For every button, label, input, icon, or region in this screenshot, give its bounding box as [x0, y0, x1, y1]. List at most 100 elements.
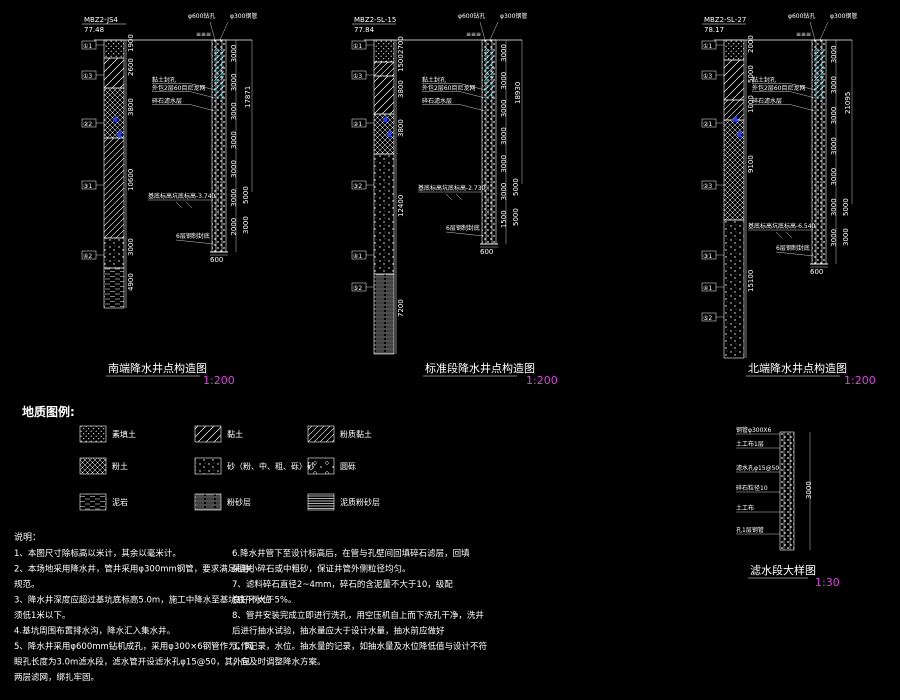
detail-callout: 碎石粒径10: [736, 484, 768, 492]
stratum-layer: [103, 137, 125, 239]
stratum-thickness: 2700: [397, 36, 405, 54]
stratum-thickness: 5000: [747, 65, 755, 83]
well-elevation: 77.48: [84, 26, 104, 34]
legend-swatch: [307, 425, 335, 443]
layer-label: ①1: [83, 43, 92, 50]
layer-label: ①3: [83, 73, 92, 80]
callout-label: 外包2层60目尼龙网: [152, 84, 205, 92]
legend-swatch: [79, 425, 107, 443]
stratum-layer: [723, 219, 745, 359]
detail-callout: 滤水孔φ15@50: [736, 464, 779, 472]
layer-label: ②1: [703, 121, 712, 128]
bottom-width-dim: 600: [210, 256, 223, 264]
well-title: 南端降水井点构造图: [108, 361, 207, 375]
ground-hatch: ≡≡≡: [196, 31, 211, 38]
note-line: 1、本图尺寸除标高以米计，其余以毫米计。: [14, 548, 181, 559]
legend-swatch: [194, 457, 222, 475]
stratum-thickness: 3800: [127, 98, 135, 116]
casing-segment-dim: 3000: [500, 72, 508, 90]
casing-segment-dim: 3000: [230, 102, 238, 120]
side-dim: 3000: [242, 216, 250, 234]
well-title: 北端降水井点构造图: [748, 361, 847, 375]
stratum-thickness: 7200: [397, 299, 405, 317]
casing-segment-dim: 3000: [500, 183, 508, 201]
callout-leader: [189, 104, 216, 112]
pit-bottom-elevation: 基底标高坑底标高-3.740: [148, 192, 216, 200]
well-title: 标准段降水井点构造图: [425, 361, 535, 375]
pit-bottom-hatch: [175, 201, 193, 209]
casing-segment-dim: 3000: [830, 198, 838, 216]
bottom-callout: 6层钢制封底: [446, 224, 480, 232]
bottom-callout-leader: [445, 231, 485, 237]
casing-segment-dim: 3000: [500, 99, 508, 117]
stratum-layer: [723, 59, 745, 101]
stratum-layer: [723, 39, 745, 61]
casing-leader: [819, 21, 829, 41]
side-dim: 5000: [512, 178, 520, 196]
casing-leader: [489, 21, 499, 41]
casing-leader: [219, 21, 229, 41]
casing-segment-dim: 3000: [230, 73, 238, 91]
stratum-layer: [723, 99, 745, 121]
detail-title: 滤水段大样图: [750, 563, 816, 577]
casing-segment-dim: 3000: [230, 189, 238, 207]
legend-swatch: [307, 493, 335, 511]
legend-swatch: [79, 493, 107, 511]
layer-label: ③1: [83, 183, 92, 190]
casing-segment-dim: 3000: [830, 107, 838, 125]
stratum-layer: [103, 237, 125, 269]
callout-label: 碎石滤水层: [752, 97, 782, 105]
layer-label: ⑤2: [703, 315, 712, 322]
water-level-marker: [386, 130, 391, 138]
total-depth-dim: 21095: [844, 92, 852, 114]
well-elevation: 78.17: [704, 26, 724, 34]
stratum-thickness: 1900: [127, 34, 135, 52]
legend-label: 黏土: [227, 429, 243, 439]
well-scale: 1:200: [844, 374, 876, 387]
water-level-marker: [112, 115, 117, 123]
borehole-label: φ600钻孔: [788, 12, 815, 20]
stratum-thickness: 1000: [747, 95, 755, 113]
layer-label: ④1: [703, 285, 712, 292]
casing-segment-dim: 3000: [230, 160, 238, 178]
stratum-layer: [373, 61, 395, 77]
bottom-callout: 6层钢制封底: [176, 232, 210, 240]
bottom-width-dim: 600: [810, 268, 823, 276]
detail-callout: 孔1层钢管: [736, 526, 764, 534]
bottom-callout: 6层钢制封底: [776, 244, 810, 252]
note-line: 眼孔长度为3.0m滤水段，滤水管开设滤水孔φ15@50，其外包: [14, 657, 251, 668]
callout-label: 黏土封孔: [752, 76, 776, 84]
layer-label: ①3: [703, 73, 712, 80]
note-line: ，应及时调整降水方案。: [232, 657, 326, 668]
detail-filter-pipe: [779, 431, 795, 551]
legend-label: 泥岩: [112, 497, 128, 507]
bottom-callout-leader: [175, 239, 215, 245]
stratum-thickness: 10600: [127, 169, 135, 191]
casing-segment-dim: 3000: [500, 44, 508, 62]
stratum-layer: [373, 39, 395, 63]
screen-section: [216, 180, 222, 220]
detail-callout: 土工布1层: [736, 440, 764, 448]
callout-leader: [459, 83, 486, 91]
layer-label: ④2: [83, 253, 92, 260]
layer-label: ②2: [83, 121, 92, 128]
ground-hatch: ≡≡≡: [796, 31, 811, 38]
callout-leader: [189, 91, 216, 99]
well-scale: 1:200: [203, 374, 235, 387]
legend-swatch: [79, 457, 107, 475]
callout-label: 碎石滤水层: [422, 97, 452, 105]
legend-title: 地质图例:: [22, 404, 75, 419]
borehole-leader: [479, 21, 486, 41]
callout-leader: [789, 104, 816, 112]
well-north: MBZ2-SL-2778.17200050001000910015100①1①3…: [701, 12, 876, 387]
layer-label: ①1: [703, 43, 712, 50]
note-line: 工作记录，水位。抽水量的记录，如抽水量及水位降低值与设计不符: [232, 641, 487, 652]
callout-label: 外包2层60目尼龙网: [422, 84, 475, 92]
callout-leader: [459, 91, 486, 99]
callout-leader: [189, 83, 216, 91]
well-code: MBZ2-SL-15: [354, 16, 396, 24]
casing-label: φ300钢管: [230, 12, 257, 20]
well-scale: 1:200: [526, 374, 558, 387]
legend-label: 砂（粉、中、粗、砾）砂: [227, 461, 315, 471]
total-depth-dim: 18930: [514, 82, 522, 104]
